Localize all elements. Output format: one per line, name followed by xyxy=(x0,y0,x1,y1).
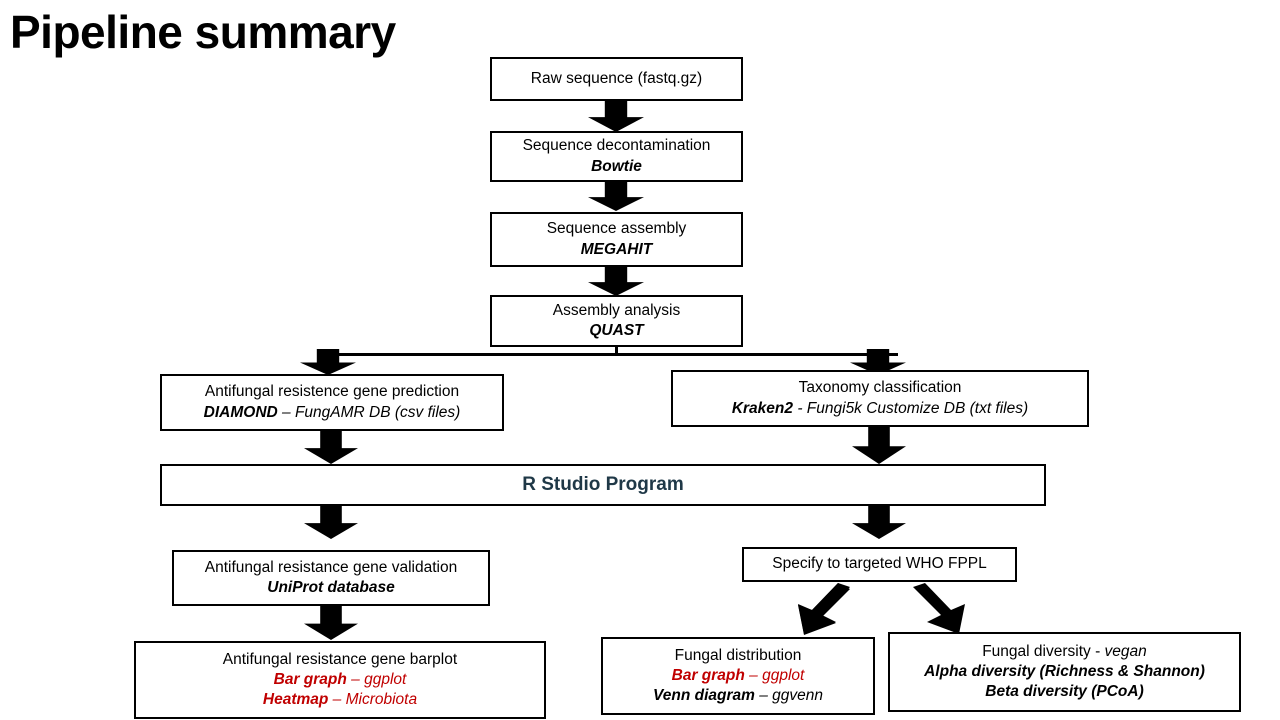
page-title: Pipeline summary xyxy=(10,6,396,58)
node-who-fppl: Specify to targeted WHO FPPL xyxy=(742,547,1017,582)
node-decontamination-tool: Bowtie xyxy=(591,157,642,175)
node-amr-gene-barplot: Antifungal resistance gene barplot Bar g… xyxy=(134,641,546,719)
node-amr-barplot-line1: Antifungal resistance gene barplot xyxy=(222,650,458,668)
node-fungal-distribution: Fungal distribution Bar graph – ggplot V… xyxy=(601,637,875,715)
node-taxonomy-tool-line: Kraken2 - Fungi5k Customize DB (txt file… xyxy=(732,399,1028,419)
node-amr-gene-prediction: Antifungal resistence gene prediction DI… xyxy=(160,374,504,431)
node-taxonomy-line1: Taxonomy classification xyxy=(798,379,962,397)
node-fungal-distribution-line2: Bar graph – ggplot xyxy=(672,666,805,686)
node-amr-gene-validation: Antifungal resistance gene validation Un… xyxy=(172,550,490,606)
node-fungal-distribution-line3-bold: Venn diagram xyxy=(652,687,755,705)
arrow-who-fppl-to-fungal-distribution xyxy=(778,583,858,639)
node-who-fppl-line1: Specify to targeted WHO FPPL xyxy=(772,555,987,573)
node-fungal-diversity-line1-plain: Fungal diversity - xyxy=(982,642,1105,660)
connector-split-stub xyxy=(615,347,618,356)
node-rstudio-program: R Studio Program xyxy=(160,464,1046,506)
arrow-taxonomy-to-rstudio xyxy=(852,427,906,464)
node-amr-barplot-line2-bold: Bar graph xyxy=(273,670,347,688)
arrow-amr-validation-to-barplot xyxy=(304,606,358,640)
node-fungal-diversity-line2: Alpha diversity (Richness & Shannon) xyxy=(924,662,1205,680)
node-raw-sequence-line1: Raw sequence (fastq.gz) xyxy=(530,69,703,87)
arrow-assembly-to-analysis xyxy=(588,267,644,296)
node-assembly-tool: MEGAHIT xyxy=(580,240,653,258)
node-fungal-distribution-line3-rest: – ggvenn xyxy=(754,687,824,705)
node-amr-validation-line1: Antifungal resistance gene validation xyxy=(204,558,458,576)
arrow-rstudio-to-who-fppl xyxy=(852,506,906,539)
node-assembly-analysis: Assembly analysis QUAST xyxy=(490,295,743,347)
node-amr-barplot-line2-rest: – ggplot xyxy=(346,670,407,688)
node-amr-prediction-tool: DIAMOND xyxy=(203,403,278,421)
node-fungal-diversity-line1-italic: vegan xyxy=(1104,642,1147,660)
node-amr-validation-tool: UniProt database xyxy=(267,579,395,596)
node-raw-sequence: Raw sequence (fastq.gz) xyxy=(490,57,743,101)
node-fungal-diversity-line1: Fungal diversity - vegan xyxy=(982,642,1147,662)
node-assembly-line1: Sequence assembly xyxy=(546,220,687,238)
arrow-raw-to-decontamination xyxy=(588,101,644,132)
node-fungal-distribution-line3: Venn diagram – ggvenn xyxy=(653,686,823,706)
node-amr-prediction-tool-line: DIAMOND – FungAMR DB (csv files) xyxy=(204,403,461,423)
node-fungal-diversity-line3: Beta diversity (PCoA) xyxy=(985,683,1144,701)
node-amr-prediction-line1: Antifungal resistence gene prediction xyxy=(204,383,460,401)
node-amr-prediction-tool-suffix: – FungAMR DB (csv files) xyxy=(277,403,461,421)
node-amr-barplot-line3-rest: – Microbiota xyxy=(328,691,418,709)
arrow-rstudio-to-amr-validation xyxy=(304,506,358,539)
node-sequence-assembly: Sequence assembly MEGAHIT xyxy=(490,212,743,267)
node-amr-barplot-line2: Bar graph – ggplot xyxy=(274,670,407,690)
arrow-who-fppl-to-fungal-diversity xyxy=(905,583,985,639)
node-assembly-analysis-tool: QUAST xyxy=(589,322,644,339)
node-taxonomy-tool-suffix: - Fungi5k Customize DB (txt files) xyxy=(793,399,1029,417)
node-fungal-distribution-line2-bold: Bar graph xyxy=(671,666,745,684)
arrow-decontamination-to-assembly xyxy=(588,182,644,211)
node-amr-barplot-line3-bold: Heatmap xyxy=(262,691,329,709)
node-taxonomy-classification: Taxonomy classification Kraken2 - Fungi5… xyxy=(671,370,1089,427)
node-decontamination-line1: Sequence decontamination xyxy=(522,137,711,155)
connector-split-horizontal xyxy=(318,353,898,356)
arrow-amr-prediction-to-rstudio xyxy=(304,431,358,464)
node-amr-barplot-line3: Heatmap – Microbiota xyxy=(263,690,417,710)
node-fungal-diversity: Fungal diversity - vegan Alpha diversity… xyxy=(888,632,1241,712)
node-assembly-analysis-line1: Assembly analysis xyxy=(552,301,681,319)
node-rstudio-label: R Studio Program xyxy=(522,473,684,495)
node-fungal-distribution-line2-rest: – ggplot xyxy=(744,666,805,684)
node-taxonomy-tool: Kraken2 xyxy=(731,399,794,417)
node-fungal-distribution-line1: Fungal distribution xyxy=(674,646,802,664)
node-sequence-decontamination: Sequence decontamination Bowtie xyxy=(490,131,743,182)
